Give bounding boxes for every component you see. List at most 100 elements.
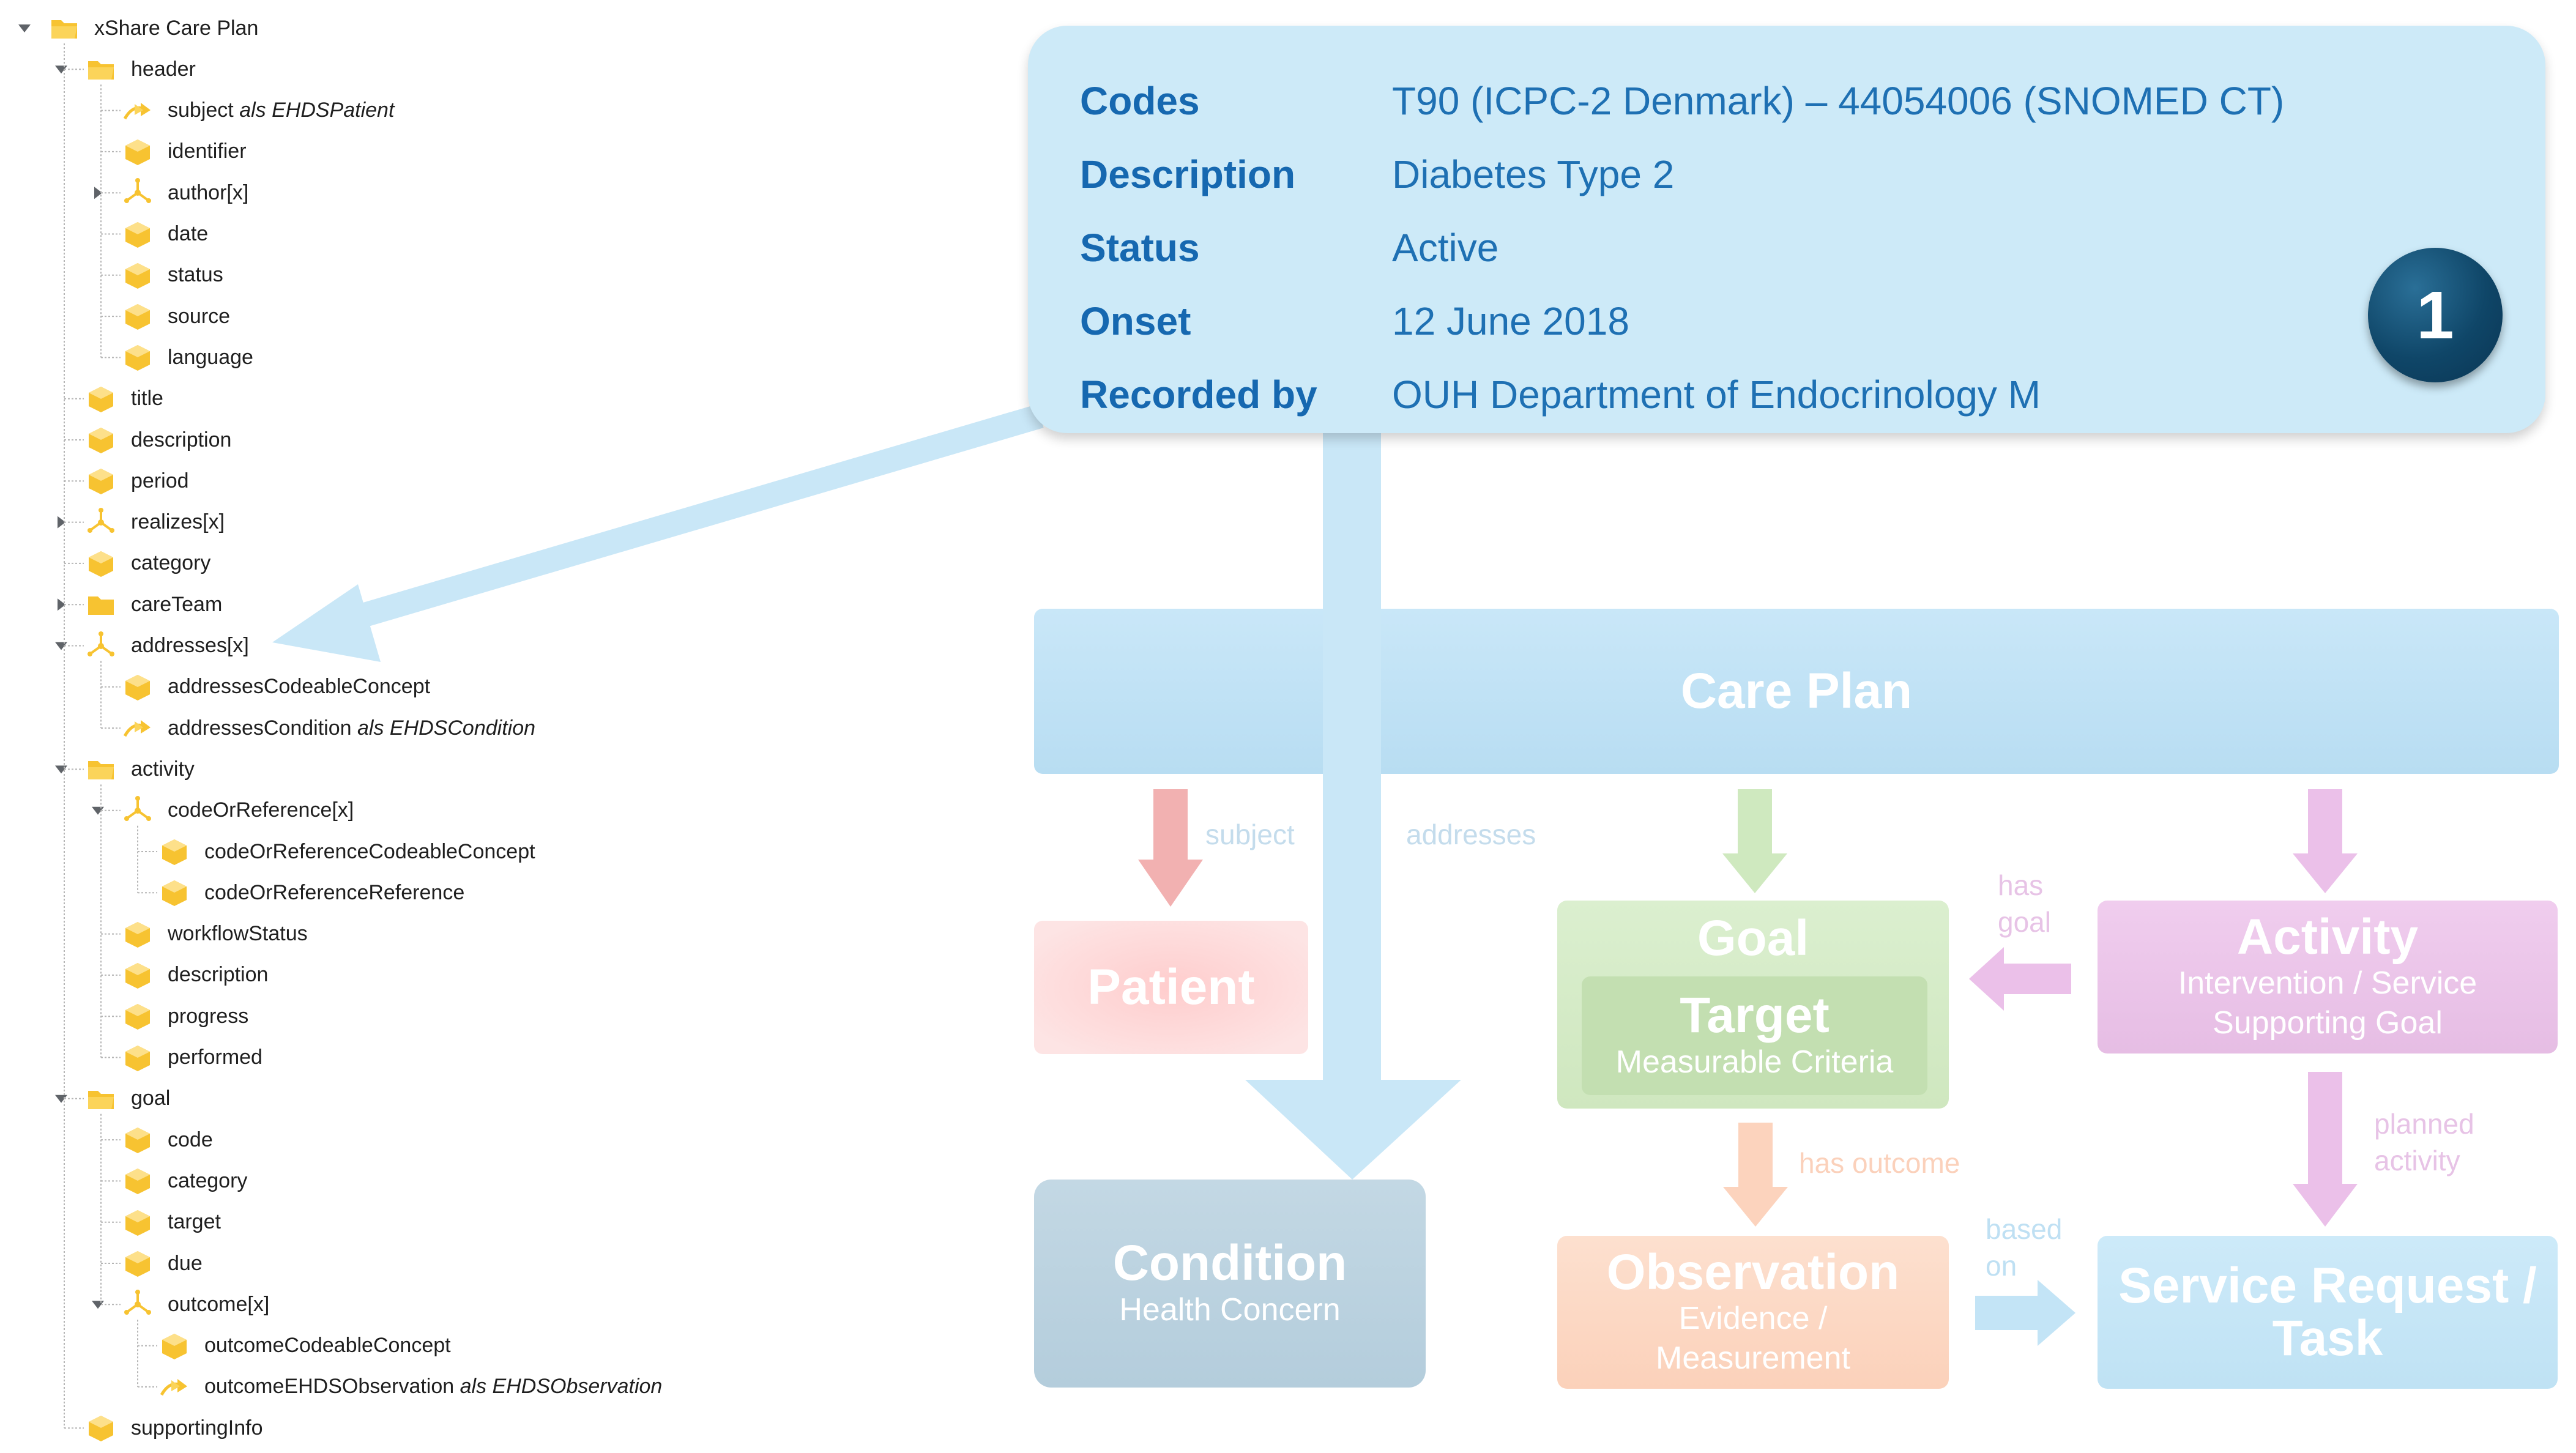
edge-label-planned-2: activity: [2374, 1144, 2460, 1176]
element-cube-icon: [122, 1207, 153, 1238]
tree-item[interactable]: outcome[x]: [122, 1286, 269, 1323]
tree-item[interactable]: date: [122, 216, 208, 253]
activity-box: [2098, 901, 2558, 1054]
subject-arrow: [1138, 789, 1203, 907]
tree-item-label: outcomeEHDSObservation als EHDSObservati…: [204, 1375, 662, 1399]
addresses-big-arrow: [1245, 404, 1461, 1180]
service-request-label: Service Request / Task: [2098, 1236, 2558, 1389]
tree-item[interactable]: xShare Care Plan: [49, 10, 258, 46]
expand-chevron-down-icon[interactable]: [92, 806, 104, 815]
tree-item[interactable]: description: [86, 422, 231, 458]
info-key: Codes: [1080, 79, 1200, 123]
tree-item-name: addressesCondition: [168, 716, 352, 740]
info-value: T90 (ICPC-2 Denmark) – 44054006 (SNOMED …: [1392, 79, 2285, 123]
element-cube-icon: [122, 1124, 153, 1155]
edge-label-based-1: based: [1986, 1213, 2063, 1245]
tree-item-label: goal: [131, 1087, 170, 1110]
tree-item[interactable]: period: [86, 463, 189, 499]
activity-subtitle-1: Intervention / Service: [2178, 965, 2477, 1001]
tree-item[interactable]: description: [122, 957, 268, 994]
tree-item[interactable]: goal: [86, 1080, 170, 1117]
tree-item[interactable]: workflowStatus: [122, 916, 308, 953]
reference-arrow-icon: [122, 95, 153, 126]
reference-arrow-icon: [122, 713, 153, 743]
tree-item[interactable]: status: [122, 257, 223, 294]
observation-box: [1557, 1236, 1949, 1389]
tree-item[interactable]: language: [122, 339, 253, 376]
tree-item[interactable]: addressesCondition als EHDSCondition: [122, 710, 535, 746]
goal-arrow: [1722, 789, 1787, 893]
tree-item[interactable]: author[x]: [122, 174, 248, 211]
tree-item-name: outcome[x]: [168, 1292, 270, 1316]
tree-item[interactable]: title: [86, 381, 163, 417]
tree-item-name: outcomeEHDSObservation: [204, 1375, 455, 1399]
element-cube-icon: [86, 425, 116, 455]
tree-item[interactable]: codeOrReferenceReference: [159, 874, 464, 911]
tree-item-label: category: [168, 1169, 247, 1193]
tree-item[interactable]: activity: [86, 751, 195, 787]
expand-chevron-down-icon[interactable]: [55, 642, 67, 650]
tree-item[interactable]: header: [86, 51, 196, 87]
expand-chevron-right-icon[interactable]: [58, 516, 65, 529]
edge-label-has-goal-1: has: [1998, 869, 2044, 901]
tree-item-name: period: [131, 469, 189, 492]
tree-item[interactable]: realizes[x]: [86, 504, 225, 541]
tree-item-name: subject: [168, 98, 234, 122]
folder-open-icon: [86, 54, 116, 84]
observation-subtitle-2: Measurement: [1656, 1340, 1850, 1377]
tree-item-label: progress: [168, 1005, 248, 1028]
tree-item-label: date: [168, 222, 208, 246]
tree-connector-lines: [18, 24, 157, 1429]
service-request-title-1: Service Request /: [2118, 1257, 2537, 1314]
tree-item[interactable]: outcomeEHDSObservation als EHDSObservati…: [159, 1369, 662, 1405]
element-cube-icon: [122, 1165, 153, 1196]
tree-item-name: language: [168, 345, 253, 369]
tree-item-label: supportingInfo: [131, 1416, 263, 1440]
tree-item[interactable]: addressesCodeableConcept: [122, 669, 430, 705]
tree-item[interactable]: outcomeCodeableConcept: [159, 1328, 451, 1364]
tree-item-label: title: [131, 387, 163, 411]
info-value: Active: [1392, 226, 1499, 270]
expand-chevron-down-icon[interactable]: [55, 65, 67, 74]
tree-item[interactable]: due: [122, 1245, 203, 1282]
edge-label-subject: subject: [1205, 819, 1295, 850]
tree-item[interactable]: source: [122, 298, 230, 335]
patient-box: [1034, 921, 1308, 1054]
edge-label-planned-1: planned: [2374, 1108, 2474, 1140]
tree-item-label: due: [168, 1252, 203, 1276]
expand-chevron-down-icon[interactable]: [18, 24, 31, 32]
care-plan-title: Care Plan: [1680, 663, 1913, 719]
target-label: Target Measurable Criteria: [1582, 976, 1927, 1095]
tree-item-name: category: [168, 1169, 248, 1192]
expand-chevron-right-icon[interactable]: [94, 187, 102, 199]
folder-open-icon: [49, 13, 80, 43]
choice-split-icon: [122, 795, 153, 826]
info-row-status: Status Active: [1080, 220, 1498, 275]
observation-title: Observation: [1606, 1244, 1900, 1300]
tree-item-name: status: [168, 263, 223, 287]
tree-item-name: header: [131, 57, 196, 81]
tree-item[interactable]: addresses[x]: [86, 628, 249, 664]
condition-title: Condition: [1112, 1235, 1347, 1291]
info-row-codes: Codes T90 (ICPC-2 Denmark) – 44054006 (S…: [1080, 73, 2284, 128]
tree-item-name: addressesCodeableConcept: [168, 675, 431, 699]
tree-item[interactable]: careTeam: [86, 586, 222, 623]
tree-item[interactable]: codeOrReferenceCodeableConcept: [159, 833, 535, 870]
tree-item[interactable]: category: [86, 545, 210, 582]
tree-item[interactable]: subject als EHDSPatient: [122, 92, 394, 129]
tree-item[interactable]: target: [122, 1204, 221, 1241]
tree-item[interactable]: progress: [122, 998, 248, 1035]
tree-item[interactable]: identifier: [122, 133, 247, 170]
patient-label: Patient: [1034, 921, 1308, 1054]
tree-item[interactable]: performed: [122, 1039, 262, 1076]
tree-item[interactable]: category: [122, 1162, 247, 1199]
edge-label-has-goal-2: goal: [1998, 905, 2051, 938]
tree-item[interactable]: supportingInfo: [86, 1410, 263, 1446]
tree-item[interactable]: codeOrReference[x]: [122, 792, 354, 829]
expand-chevron-right-icon[interactable]: [58, 598, 65, 611]
tree-item[interactable]: code: [122, 1121, 213, 1158]
edge-label-has-goal: has goal: [1998, 868, 2051, 941]
tree-item-name: date: [168, 222, 209, 245]
tree-item-profile: als EHDSPatient: [239, 98, 395, 122]
